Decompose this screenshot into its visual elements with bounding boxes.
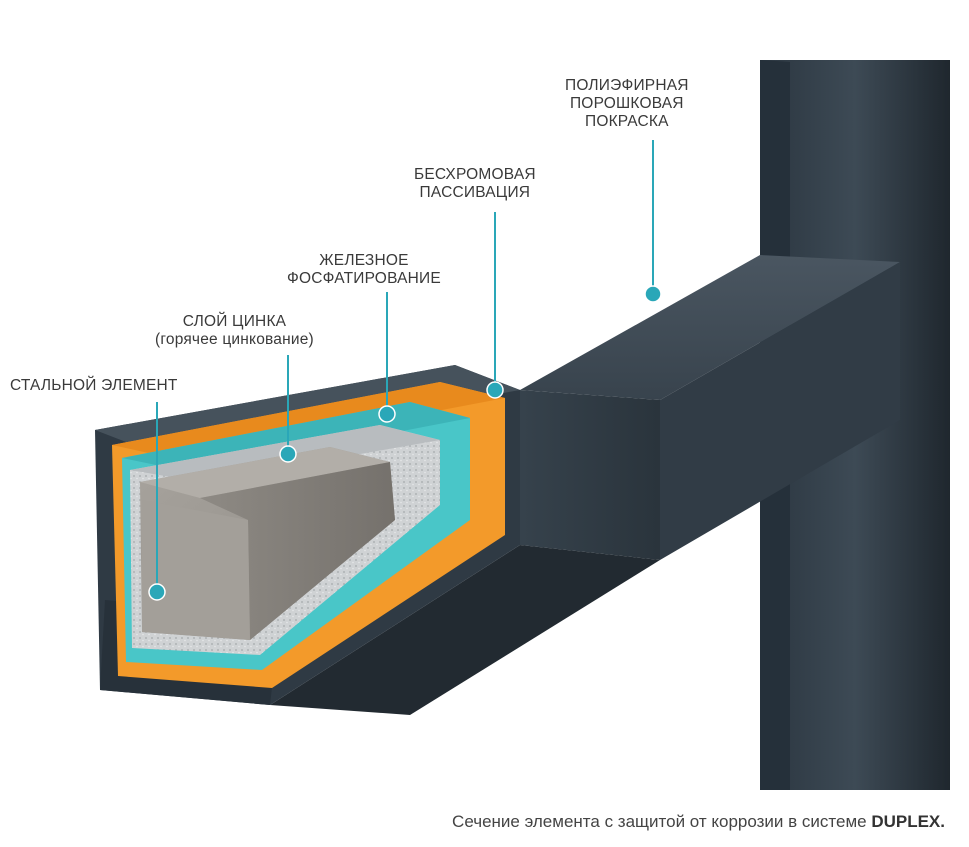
label-passivation-line2: ПАССИВАЦИЯ	[419, 184, 531, 201]
coated-beam	[270, 255, 900, 715]
label-powder-coat-line2: ПОРОШКОВАЯ	[569, 95, 684, 112]
label-steel-line1: СТАЛЬНОЙ ЭЛЕМЕНТ	[10, 377, 178, 394]
label-steel: СТАЛЬНОЙ ЭЛЕМЕНТ	[10, 377, 178, 395]
dot-powder-coat	[644, 285, 662, 303]
steel-core	[140, 447, 395, 640]
label-powder-coat-line1: ПОЛИЭФИРНАЯ	[565, 77, 689, 94]
label-phosphating: ЖЕЛЕЗНОЕ ФОСФАТИРОВАНИЕ	[287, 252, 441, 288]
leader-dots	[148, 285, 662, 601]
label-powder-coat: ПОЛИЭФИРНАЯ ПОРОШКОВАЯ ПОКРАСКА	[565, 77, 689, 131]
dot-passivation	[486, 381, 504, 399]
label-passivation-line1: БЕСХРОМОВАЯ	[414, 166, 536, 183]
dot-phosphating	[378, 405, 396, 423]
caption-text: Сечение элемента с защитой от коррозии в…	[452, 812, 872, 831]
label-passivation: БЕСХРОМОВАЯ ПАССИВАЦИЯ	[414, 166, 536, 202]
dot-zinc	[279, 445, 297, 463]
figure-caption: Сечение элемента с защитой от коррозии в…	[452, 812, 945, 832]
label-zinc: СЛОЙ ЦИНКА (горячее цинкование)	[155, 313, 314, 349]
caption-brand: DUPLEX.	[871, 812, 945, 831]
label-powder-coat-line3: ПОКРАСКА	[584, 113, 669, 130]
leader-lines	[156, 140, 654, 590]
label-zinc-line2: (горячее цинкование)	[155, 331, 314, 348]
label-phosphating-line2: ФОСФАТИРОВАНИЕ	[287, 270, 441, 287]
label-zinc-line1: СЛОЙ ЦИНКА	[182, 313, 287, 330]
cross-section-illustration	[95, 60, 950, 790]
dot-steel	[148, 583, 166, 601]
label-phosphating-line1: ЖЕЛЕЗНОЕ	[319, 252, 409, 269]
